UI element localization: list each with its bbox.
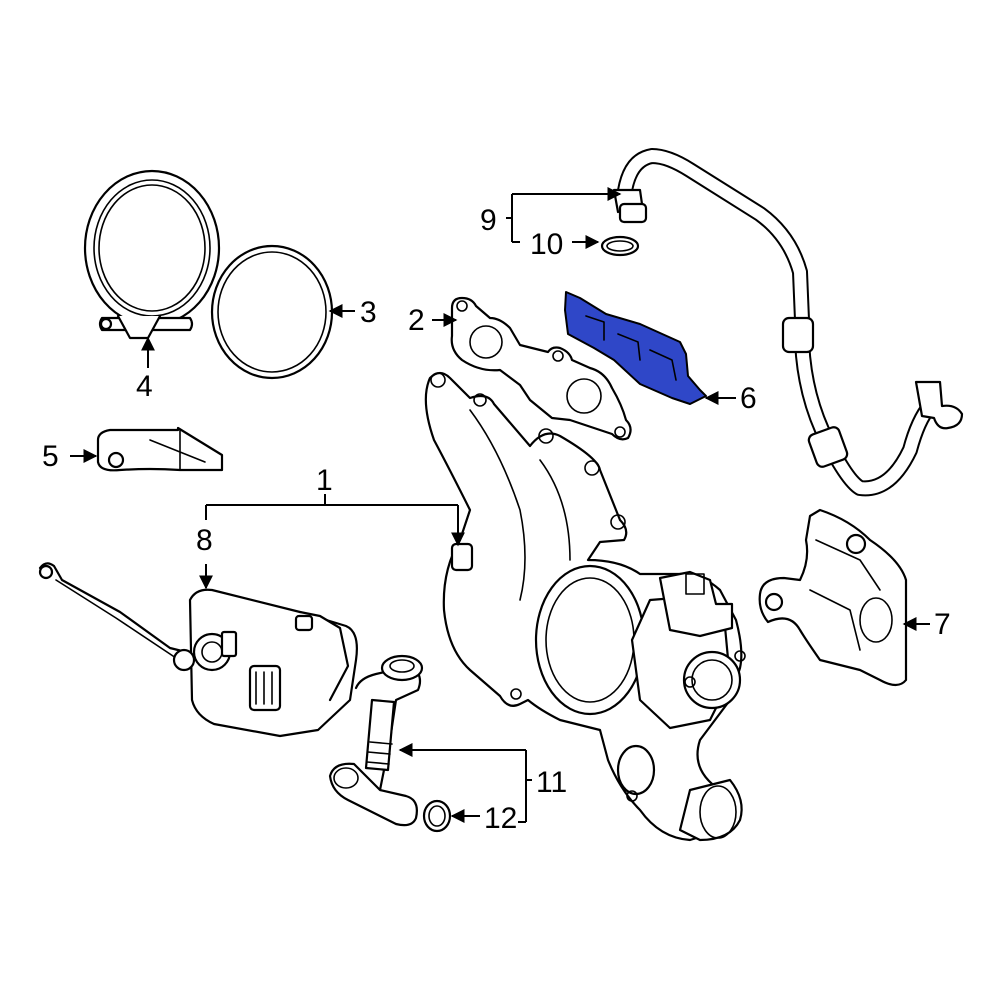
callout-labels: 1 2 3 4 5 6 7 8 9 10 11 12 — [42, 204, 951, 835]
callout-6: 6 — [740, 382, 757, 415]
callout-9: 9 — [480, 204, 497, 237]
callout-8: 8 — [196, 524, 213, 557]
oil-return-line-part — [328, 654, 424, 827]
callout-2: 2 — [408, 304, 425, 337]
oil-line-seal-part — [600, 235, 640, 257]
leader-lines — [70, 187, 930, 823]
hose-clamp-part — [83, 169, 221, 340]
callout-10: 10 — [530, 228, 563, 261]
turbocharger-assembly-part — [424, 371, 746, 842]
callout-1: 1 — [316, 464, 333, 497]
callout-4: 4 — [136, 370, 153, 403]
return-line-seal-part — [422, 799, 452, 833]
support-bracket-part — [96, 426, 224, 472]
callout-7: 7 — [934, 608, 951, 641]
callout-12: 12 — [484, 802, 517, 835]
o-ring-seal-part — [210, 244, 334, 380]
turbo-flange-gasket-part — [450, 296, 632, 441]
turbo-heat-shield-part — [758, 508, 908, 687]
wastegate-actuator-part — [38, 562, 358, 738]
callout-3: 3 — [360, 296, 377, 329]
oil-feed-line-part — [612, 148, 964, 497]
callout-11: 11 — [536, 766, 567, 799]
callout-5: 5 — [42, 440, 59, 473]
